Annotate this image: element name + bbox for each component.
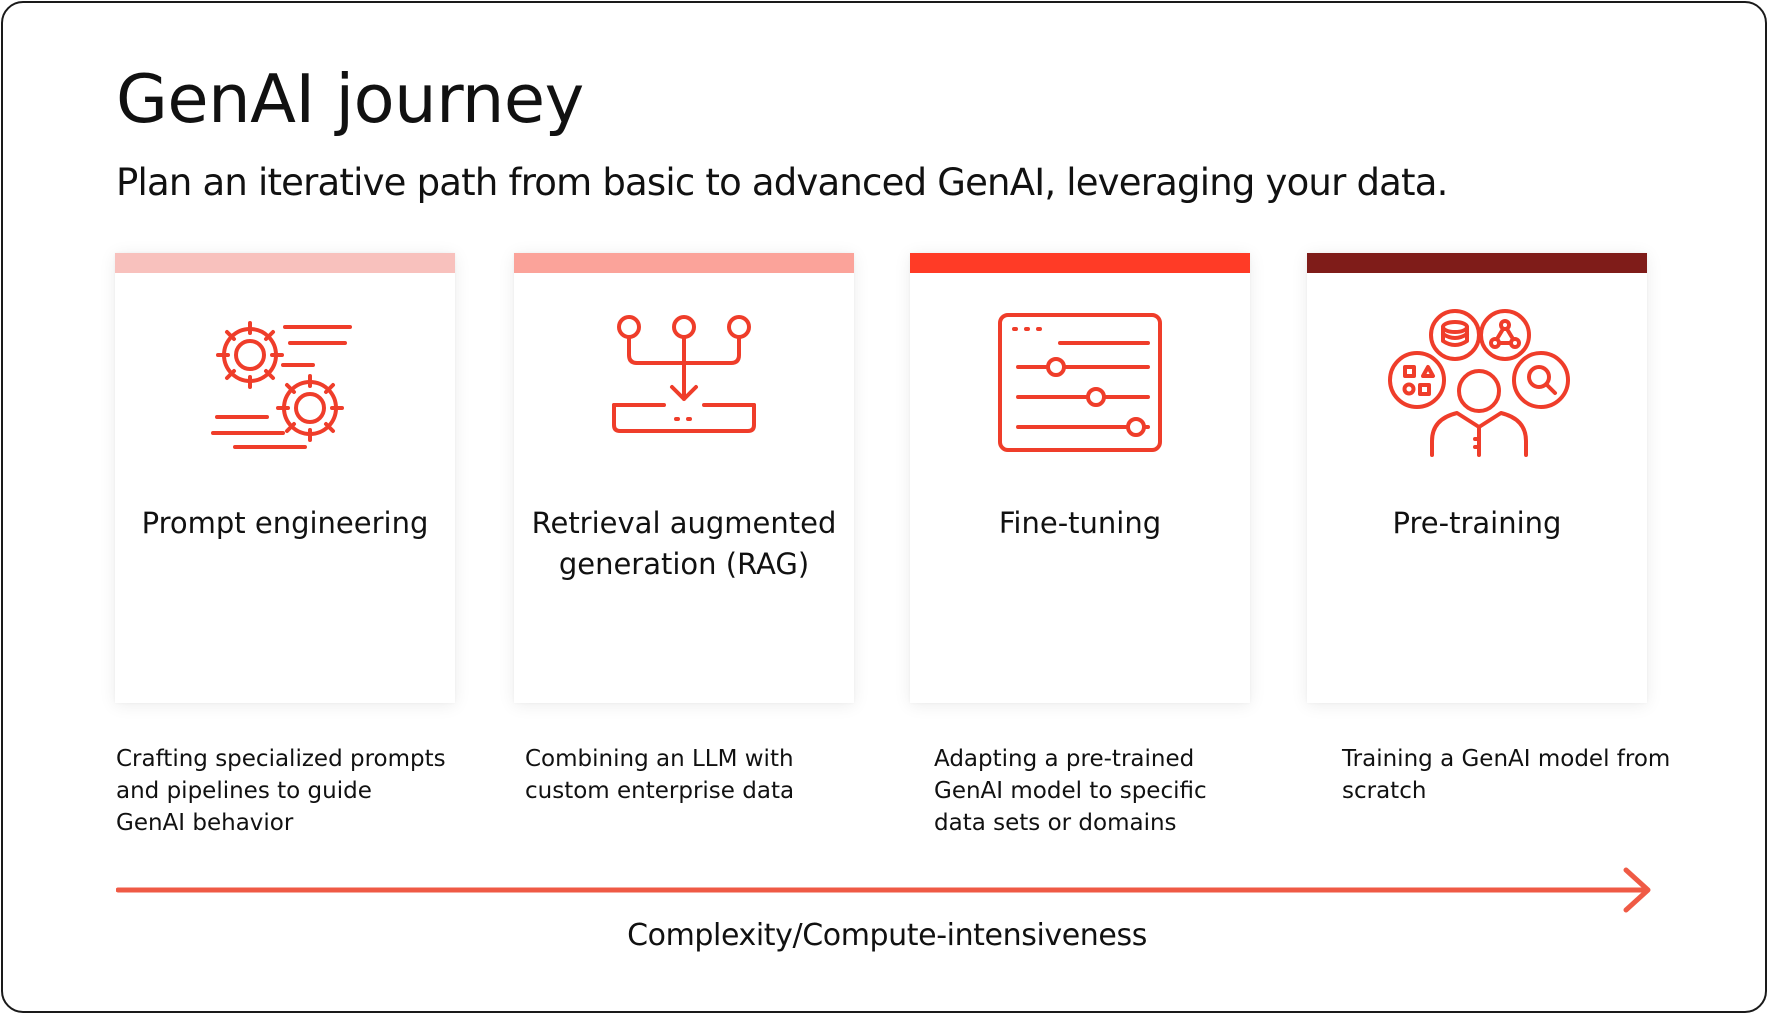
stage-bar [514,253,854,273]
stage-description: Training a GenAI model from scratch [1342,746,1671,804]
stage-card-pre-training: Pre-training [1307,253,1647,703]
stage-bar [115,253,455,273]
stage-label: Pre-training [1392,506,1562,540]
complexity-arrow [116,865,1656,915]
stage-description: Crafting specialized prompts and pipelin… [116,746,446,836]
stage-card-rag: Retrieval augmented generation (RAG) [514,253,854,703]
stage-label: Retrieval augmented generation (RAG) [531,506,837,581]
axis-label: Complexity/Compute-intensiveness [627,918,1147,953]
sliders-window-icon [980,305,1180,465]
stage-card-fine-tuning: Fine-tuning [910,253,1250,703]
stage-description: Combining an LLM with custom enterprise … [525,746,795,804]
stage-bar [1307,253,1647,273]
gears-icon [185,305,385,465]
stage-description: Adapting a pre-trained GenAI model to sp… [934,746,1207,836]
stage-label: Fine-tuning [998,506,1162,540]
page-subtitle: Plan an iterative path from basic to adv… [116,161,1448,204]
stage-bar [910,253,1250,273]
stage-card-prompt-engineering: Prompt engineering [115,253,455,703]
data-merge-icon [584,305,784,465]
person-data-icon [1377,305,1577,465]
stage-label: Prompt engineering [141,506,429,540]
page-title: GenAI journey [116,60,584,138]
